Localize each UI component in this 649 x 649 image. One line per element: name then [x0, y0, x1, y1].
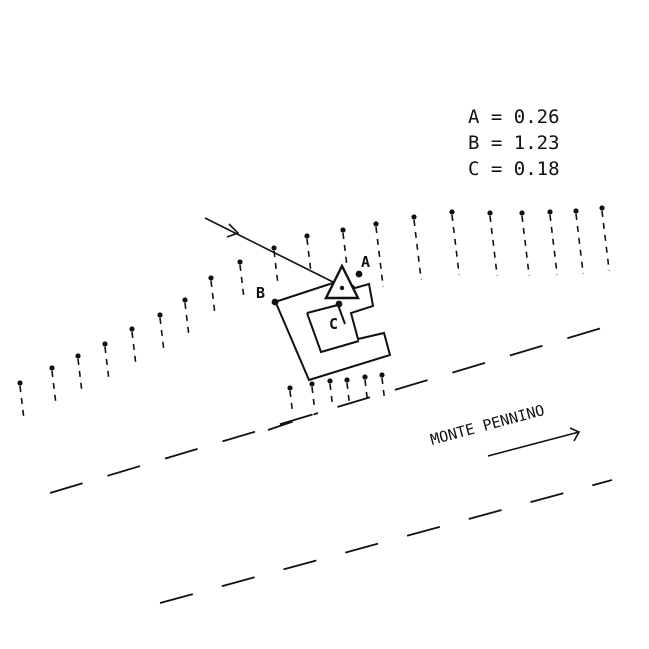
tree-symbol: [75, 353, 83, 394]
sight-line: [204, 217, 334, 283]
point-c-marker: [335, 300, 343, 308]
point-b-marker: [271, 298, 279, 306]
point-b-label: B: [256, 284, 265, 302]
tree-symbol: [327, 378, 334, 407]
tree-symbol: [573, 208, 584, 275]
legend-row-b: B = 1.23: [468, 132, 560, 154]
tree-symbol: [182, 297, 190, 338]
tree-symbol: [287, 385, 294, 414]
tree-symbol: [271, 245, 279, 286]
tree-symbol: [17, 380, 25, 421]
tree-symbol: [208, 275, 216, 316]
point-c-label: C: [329, 315, 338, 333]
tree-symbol: [129, 326, 137, 367]
tree-symbol: [449, 209, 460, 276]
tree-symbol: [344, 377, 351, 406]
tree-symbol: [411, 214, 422, 281]
point-a-marker: [355, 270, 363, 278]
road-edge-upper: [49, 326, 606, 494]
tree-symbol: [102, 341, 110, 382]
tree-symbol: [49, 365, 57, 406]
road-label: MONTE PENNINO: [428, 401, 546, 449]
tree-symbol: [340, 227, 348, 268]
road-edge-lower: [159, 479, 613, 604]
tree-symbol: [379, 372, 386, 401]
tree-symbol: [519, 210, 530, 277]
survey-triangle-icon: [324, 263, 360, 300]
point-a-label: A: [361, 253, 370, 271]
legend-row-c: C = 0.18: [468, 158, 560, 180]
tree-symbol: [304, 233, 312, 274]
direction-arrow-icon: [487, 427, 581, 457]
tree-symbol: [237, 259, 245, 300]
tree-symbol: [157, 312, 165, 353]
tree-symbol: [487, 210, 498, 277]
tree-symbol: [547, 209, 558, 276]
tree-symbol: [362, 374, 369, 403]
tree-symbol: [599, 205, 610, 272]
tree-symbol: [373, 221, 384, 288]
vegetation-rows: [17, 205, 610, 421]
legend-row-a: A = 0.26: [468, 106, 560, 128]
road-edge-middle-short: [267, 412, 319, 431]
tree-symbol: [309, 381, 316, 410]
values-legend: A = 0.26 B = 1.23 C = 0.18: [468, 106, 560, 180]
